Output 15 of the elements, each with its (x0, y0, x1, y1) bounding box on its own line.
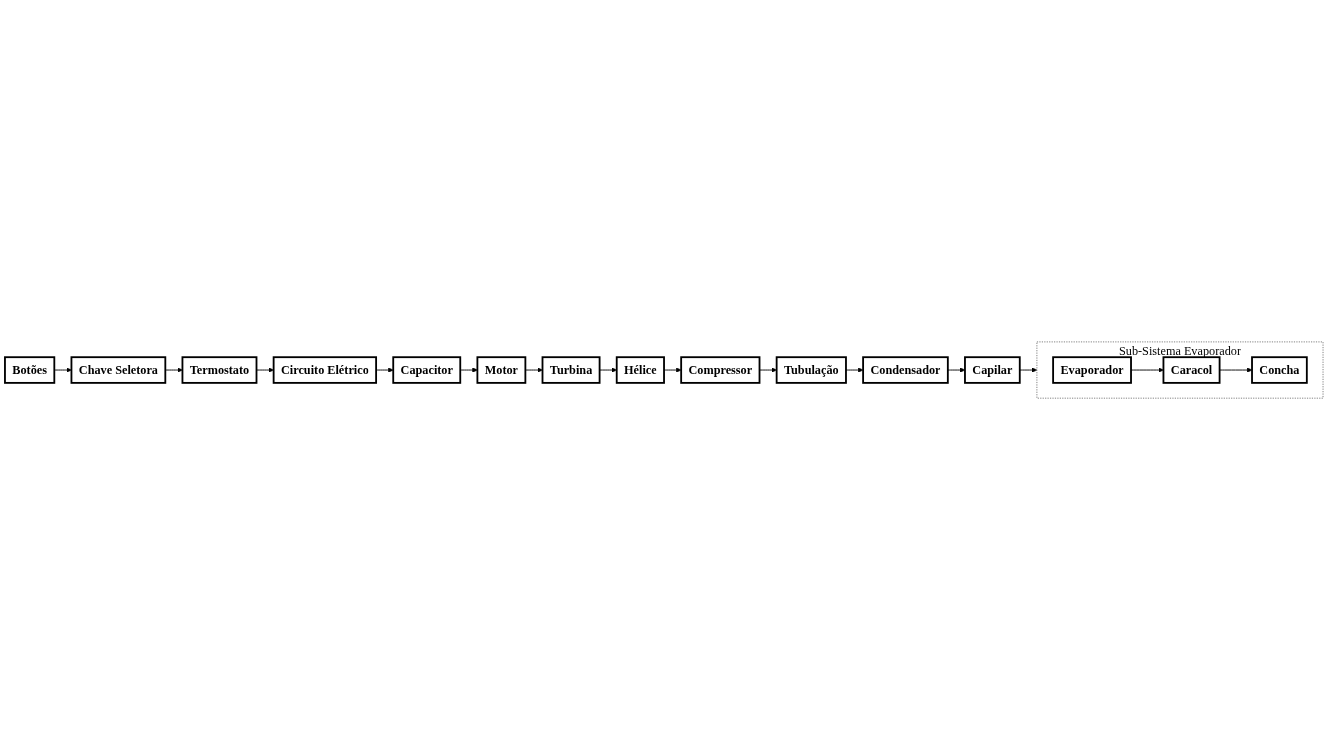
node-box: Turbina (541, 356, 601, 384)
node-box: Motor (476, 356, 527, 384)
node-box: Tubulação (775, 356, 847, 384)
node-box: Hélice (615, 356, 665, 384)
node-box: Compressor (680, 356, 761, 384)
node-box: Capacitor (392, 356, 462, 384)
node-box: Termostato (181, 356, 258, 384)
node-box: Condensador (862, 356, 949, 384)
node-box: Evaporador (1052, 356, 1132, 384)
node-box: Chave Seletora (70, 356, 167, 384)
node-box: Botões (4, 356, 56, 384)
node-box: Caracol (1162, 356, 1221, 384)
node-box: Circuito Elétrico (272, 356, 378, 384)
node-box: Concha (1251, 356, 1308, 384)
node-box: Capilar (964, 356, 1021, 384)
